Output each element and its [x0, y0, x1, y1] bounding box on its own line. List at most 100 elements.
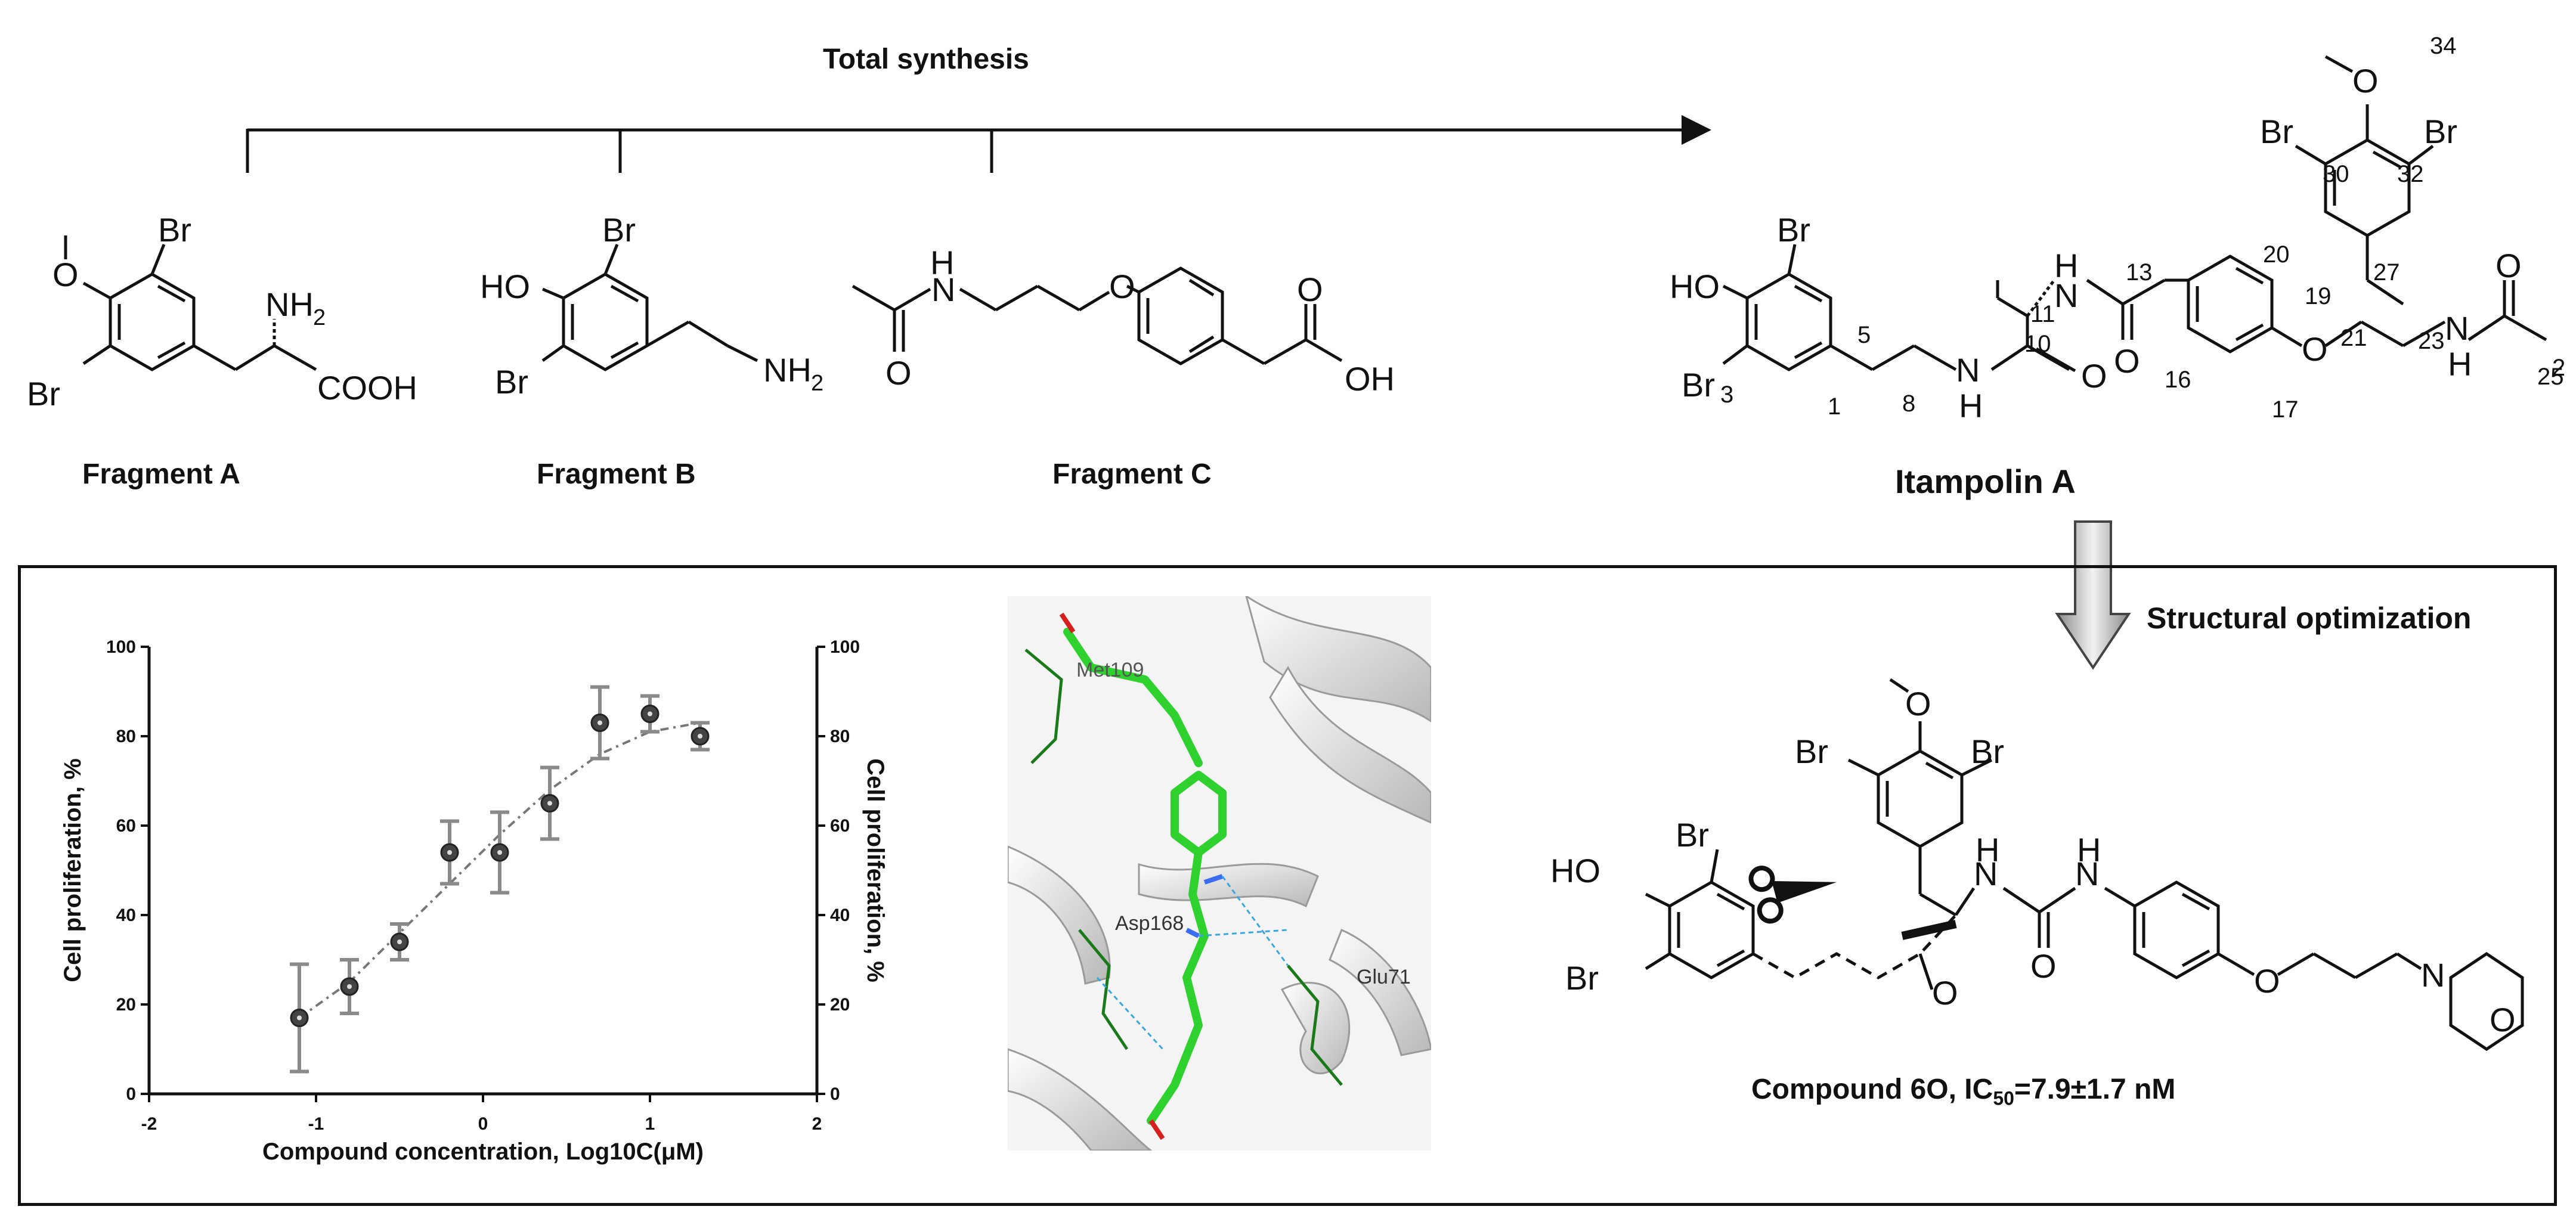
svg-text:16: 16 — [2165, 367, 2191, 393]
svg-text:N: N — [1974, 855, 1998, 892]
y-tick-label-left: 80 — [116, 727, 136, 746]
svg-text:NH: NH — [265, 286, 314, 323]
svg-text:1: 1 — [1828, 393, 1841, 420]
svg-text:2: 2 — [811, 371, 823, 396]
compound-6o-structure: O Br Br Br HO Br N H N H O O O N O — [1550, 678, 2524, 1052]
svg-text:34: 34 — [2430, 33, 2457, 59]
y-tick-label-right: 40 — [830, 906, 850, 925]
y-tick-label-right: 60 — [830, 816, 850, 836]
svg-text:Br: Br — [1565, 959, 1599, 997]
svg-text:O: O — [2352, 62, 2379, 100]
y2-axis-label: Cell proliferation, % — [862, 758, 888, 982]
y-tick-label-right: 80 — [830, 727, 850, 746]
svg-text:Br: Br — [27, 375, 60, 413]
svg-text:20: 20 — [2263, 241, 2290, 268]
svg-text:Br: Br — [2260, 113, 2293, 150]
svg-text:O: O — [2496, 247, 2522, 284]
svg-text:N: N — [2421, 956, 2445, 994]
y-tick-label-left: 0 — [126, 1084, 136, 1104]
svg-text:N: N — [2075, 855, 2099, 892]
y-tick-label-left: 20 — [116, 995, 136, 1015]
svg-text:O: O — [2081, 357, 2107, 395]
svg-text:25: 25 — [2537, 364, 2564, 390]
fragment-b-label: Fragment B — [537, 458, 696, 490]
data-point-center — [648, 711, 652, 717]
svg-text:Br: Br — [495, 363, 528, 401]
data-point-center — [547, 801, 552, 806]
data-point-center — [397, 939, 402, 944]
svg-text:Br: Br — [158, 211, 191, 249]
compound-caption-sub: 50 — [1993, 1087, 2014, 1109]
synthesis-title: Total synthesis — [823, 44, 1029, 75]
data-point-center — [597, 720, 602, 725]
svg-text:N: N — [2445, 309, 2469, 347]
y-tick-label-right: 20 — [830, 995, 850, 1015]
svg-text:HO: HO — [1670, 268, 1720, 305]
x-tick-label: -1 — [308, 1114, 324, 1134]
svg-text:COOH: COOH — [317, 369, 417, 407]
scissors-icon — [1748, 866, 1837, 924]
svg-text:11: 11 — [2030, 301, 2055, 327]
svg-text:21: 21 — [2340, 325, 2367, 351]
svg-text:30: 30 — [2323, 161, 2349, 187]
fragment-b-structure: Br HO Br NH 2 — [480, 211, 823, 401]
x-tick-label: 1 — [645, 1114, 655, 1134]
svg-text:O: O — [2254, 962, 2280, 1000]
svg-text:26: 26 — [2552, 355, 2564, 381]
compound-caption-prefix: Compound 6O, IC — [1751, 1074, 1993, 1105]
y-tick-label-right: 100 — [830, 637, 860, 657]
x-tick-label: -2 — [141, 1114, 157, 1134]
svg-text:Br: Br — [1676, 816, 1709, 854]
svg-text:H: H — [1959, 387, 1983, 424]
compound-caption-suffix: =7.9±1.7 nM — [2014, 1074, 2176, 1105]
svg-text:N: N — [931, 271, 955, 308]
optimization-label: Structural optimization — [2147, 601, 2472, 635]
svg-text:10: 10 — [2024, 331, 2051, 357]
fragment-a-label: Fragment A — [82, 458, 240, 490]
residue-glu71: Glu71 — [1357, 966, 1411, 988]
svg-text:13: 13 — [2126, 259, 2153, 286]
svg-text:H: H — [2054, 247, 2078, 284]
svg-text:Br: Br — [1777, 211, 1810, 249]
fit-curve — [298, 721, 701, 1019]
svg-text:O: O — [2114, 342, 2140, 380]
docking-pose-render: Met109 Asp168 Glu71 — [1008, 596, 1431, 1151]
product-name: Itampolin A — [1895, 463, 2076, 500]
svg-text:NH: NH — [763, 351, 812, 389]
synthesis-bracket — [246, 115, 1711, 173]
svg-text:O: O — [2302, 330, 2328, 368]
data-point-center — [297, 1015, 302, 1021]
svg-text:Br: Br — [1795, 733, 1828, 770]
svg-text:O: O — [1905, 685, 1931, 722]
itampolin-a-structure: O Br Br Br HO Br N H H N O O O N H O 34 … — [1670, 33, 2564, 424]
svg-text:HO: HO — [1550, 852, 1600, 889]
svg-text:2: 2 — [313, 305, 326, 330]
svg-text:17: 17 — [2272, 396, 2299, 423]
fragment-c-label: Fragment C — [1052, 458, 1212, 490]
data-point-center — [447, 850, 452, 855]
svg-text:Br: Br — [2424, 113, 2457, 150]
svg-text:HO: HO — [480, 268, 530, 305]
svg-text:O: O — [886, 354, 912, 392]
svg-text:O: O — [2490, 1001, 2516, 1038]
svg-text:H: H — [1976, 831, 1999, 869]
svg-text:N: N — [1956, 351, 1980, 389]
svg-text:Br: Br — [1971, 733, 2004, 770]
results-panel — [18, 565, 2557, 1206]
data-point-center — [698, 734, 702, 739]
data-point-center — [347, 984, 352, 989]
x-axis-label: Compound concentration, Log10C(μM) — [262, 1139, 704, 1165]
svg-text:N: N — [2054, 277, 2078, 314]
svg-text:O: O — [52, 256, 79, 293]
svg-text:H: H — [2448, 345, 2472, 383]
docking-pose-image: Met109 Asp168 Glu71 — [1008, 596, 1431, 1151]
svg-text:O: O — [1109, 268, 1135, 305]
fragment-a-structure: Br O Br NH 2 COOH — [27, 211, 417, 413]
svg-text:3: 3 — [1720, 382, 1733, 408]
svg-text:27: 27 — [2373, 259, 2400, 286]
optimization-arrow — [2055, 520, 2131, 670]
x-tick-label: 2 — [812, 1114, 822, 1134]
svg-text:H: H — [2077, 831, 2101, 869]
svg-text:5: 5 — [1857, 322, 1871, 348]
